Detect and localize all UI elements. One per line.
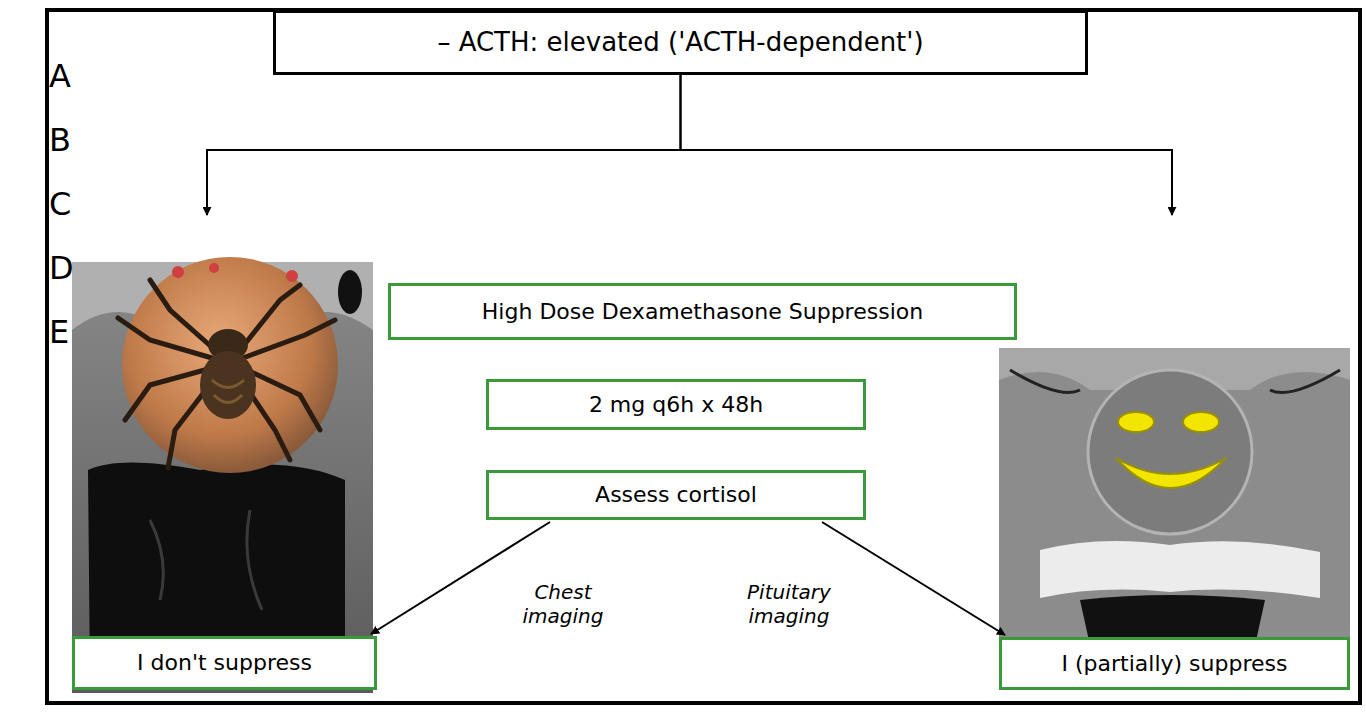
node-text: – ACTH: elevated ('ACTH-dependent') — [437, 28, 923, 58]
test-box: High Dose Dexamethasone Suppression — [388, 283, 1017, 340]
letter-label: B — [49, 122, 71, 159]
node-text: 2 mg q6h x 48h — [589, 392, 763, 417]
smiley-eye — [1183, 412, 1219, 432]
letter-label: C — [49, 186, 71, 223]
chest-ct-image — [72, 257, 373, 693]
edge-label: Chest imaging — [521, 580, 605, 628]
result-box: I (partially) suppress — [999, 637, 1350, 690]
dose-box: 2 mg q6h x 48h — [486, 379, 866, 430]
node-text: Assess cortisol — [595, 482, 757, 507]
outer-frame — [47, 10, 1360, 703]
pituitary-mri-image — [999, 348, 1350, 668]
result-box: I don't suppress — [72, 636, 377, 690]
letter-label: D — [49, 250, 74, 287]
smiley-mouth — [1116, 458, 1226, 488]
edge-label: Pituitary imaging — [730, 580, 848, 628]
letter-label: E — [49, 314, 69, 351]
condition-box: – ACTH: elevated ('ACTH-dependent') — [273, 10, 1088, 75]
smiley-eye — [1118, 412, 1154, 432]
letter-label: A — [49, 58, 71, 95]
step-box: Assess cortisol — [486, 470, 866, 520]
node-text: I (partially) suppress — [1062, 651, 1288, 676]
node-text: I don't suppress — [137, 650, 312, 675]
node-text: High Dose Dexamethasone Suppression — [482, 299, 923, 324]
flow-arrow — [681, 75, 1173, 215]
flow-arrow — [822, 522, 1005, 635]
spider-symbol — [118, 280, 335, 468]
flow-arrow — [207, 75, 681, 215]
